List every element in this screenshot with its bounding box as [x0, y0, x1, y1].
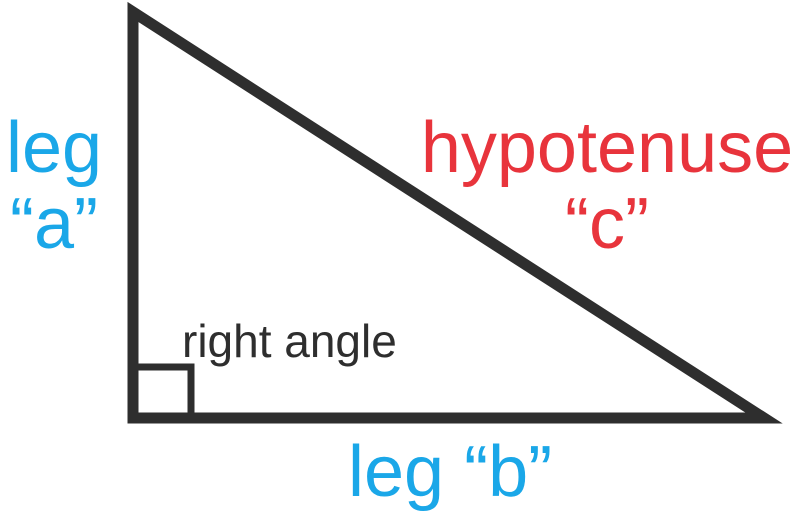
hypotenuse-letter: “c”: [565, 184, 649, 264]
hypotenuse-word: hypotenuse: [420, 108, 794, 188]
triangle-outline: [127, 1, 783, 424]
leg-b-label: leg “b”: [348, 432, 553, 512]
leg-a-label: leg “a”: [0, 112, 108, 260]
leg-a-letter: “a”: [10, 184, 98, 264]
hypotenuse-label: hypotenuse “c”: [414, 112, 800, 260]
leg-a-word: leg: [5, 108, 103, 188]
right-angle-marker: [133, 363, 195, 418]
right-angle-label: right angle: [182, 315, 397, 367]
